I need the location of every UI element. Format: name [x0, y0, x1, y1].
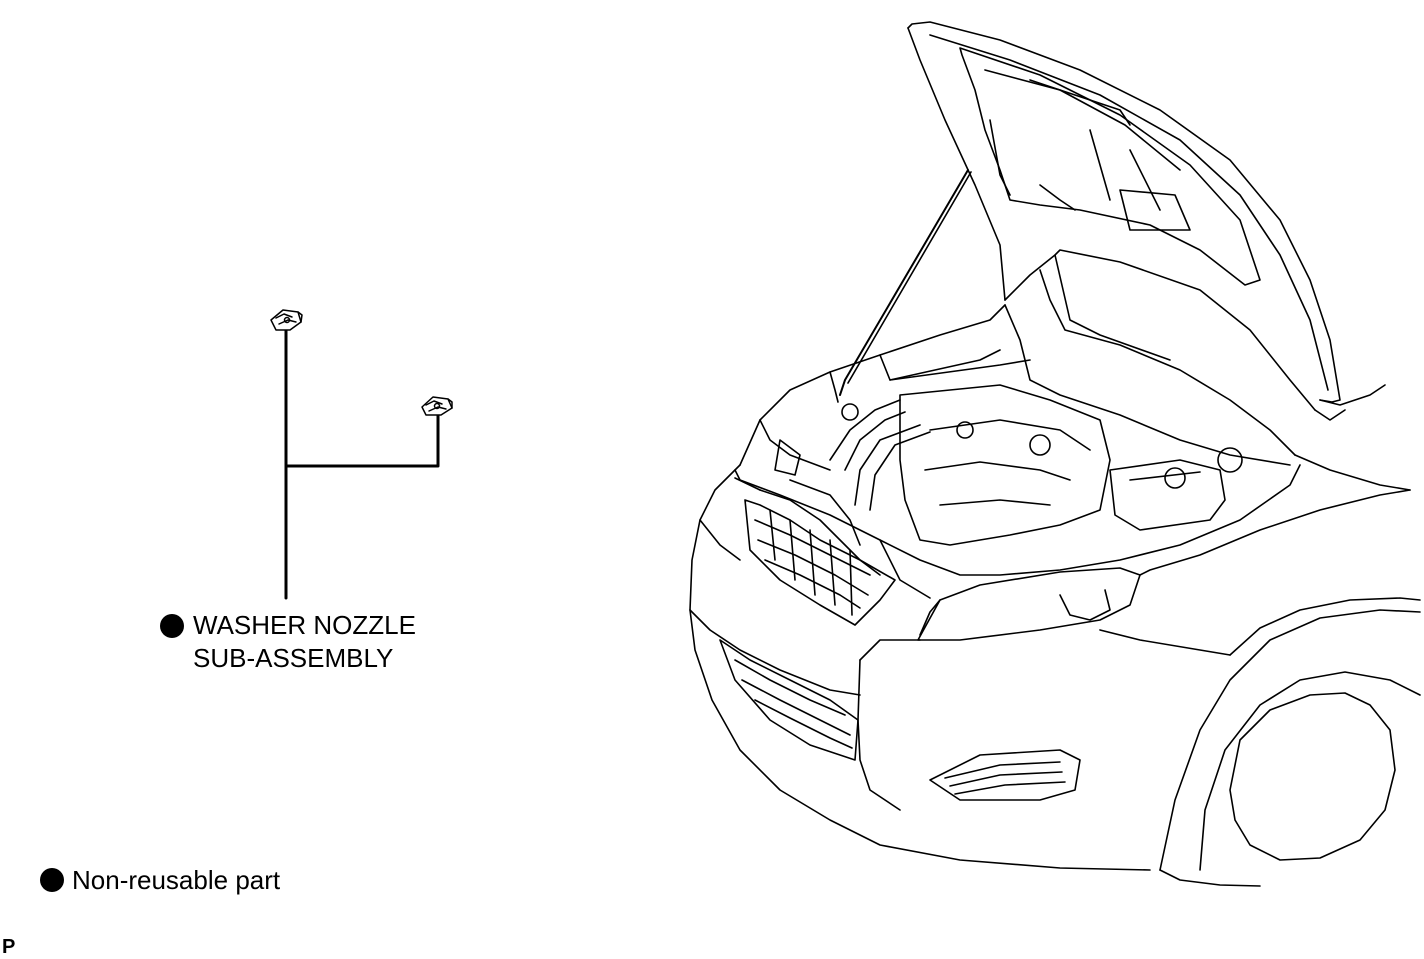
corner-code: P: [2, 936, 16, 958]
car-illustration: [689, 21, 1421, 887]
legend-text: Non-reusable part: [72, 865, 281, 895]
washer-nozzle-left: [270, 309, 303, 331]
washer-nozzle-right: [421, 396, 453, 416]
part-callout-line1: WASHER NOZZLE: [193, 610, 416, 640]
part-callout-label: WASHER NOZZLE SUB-ASSEMBLY: [193, 609, 416, 675]
leader-lines: [284, 328, 440, 600]
legend-marker-icon: [40, 868, 64, 892]
part-callout-line2: SUB-ASSEMBLY: [193, 643, 394, 673]
non-reusable-marker-icon: [160, 614, 184, 638]
